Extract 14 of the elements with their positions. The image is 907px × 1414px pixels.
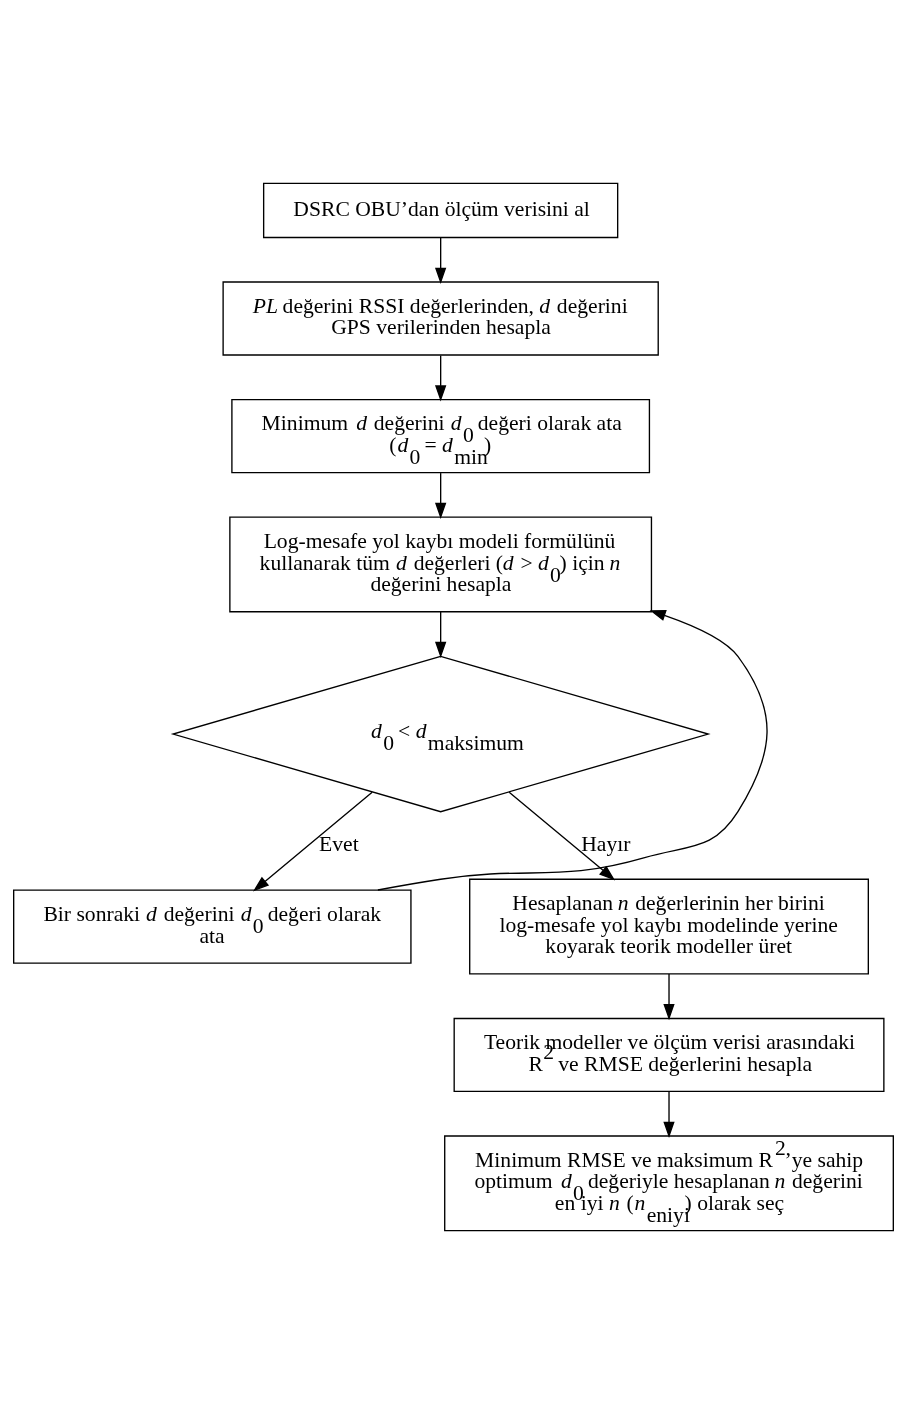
node-box: DSRC OBU’dan ölçüm verisini al — [262, 182, 619, 239]
arrow — [434, 611, 447, 659]
arrow — [253, 791, 373, 892]
node-box: PL değerini RSSI değerlerinden, d değerini GPS verilerinden hesapla — [222, 281, 659, 356]
edge-label: Hayır — [581, 831, 631, 856]
arrow — [434, 237, 447, 284]
arrow — [663, 973, 675, 1021]
arrow — [663, 1091, 675, 1138]
arrow — [434, 472, 447, 520]
arrow — [508, 791, 616, 881]
arrow — [377, 610, 768, 891]
arrow — [434, 354, 447, 402]
node-box: Hesaplanan n değerlerinin her birini log-mesafe yol kaybı modelinde yerine koyarak teorik modeller üret — [469, 878, 869, 975]
edge-label: Evet — [319, 831, 359, 856]
